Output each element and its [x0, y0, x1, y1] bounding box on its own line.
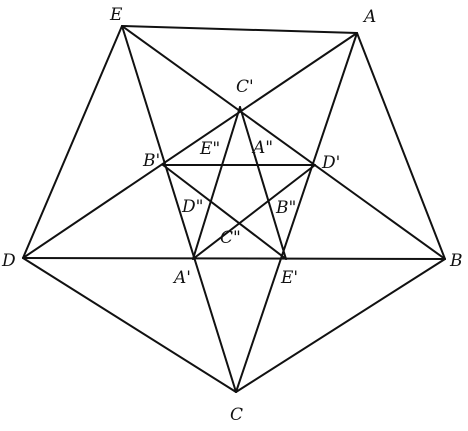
point-label-E1: E'	[280, 268, 298, 288]
segment-C1-A1	[192, 106, 241, 260]
point-label-E: E	[109, 5, 123, 25]
point-label-D1: D'	[321, 153, 340, 173]
point-label-B1: B'	[142, 151, 160, 171]
segment-E-C	[121, 25, 237, 393]
segment-D-E	[22, 25, 123, 259]
segment-B1-E1	[162, 164, 287, 260]
diagram-labels: E A B C D C' D' E' A' B' E" A" B" C" D"	[1, 5, 463, 425]
segment-A-C	[235, 32, 358, 393]
point-label-D2: D"	[181, 197, 203, 217]
segment-D1-A1	[192, 164, 316, 260]
point-label-E2: E"	[199, 139, 220, 159]
point-label-C2: C"	[220, 228, 241, 248]
point-label-D: D	[1, 251, 16, 271]
diagram-edges	[22, 25, 446, 393]
point-label-B: B	[449, 251, 463, 271]
point-label-A1: A'	[172, 268, 191, 288]
point-label-C1: C'	[236, 77, 254, 97]
segment-E-B	[121, 25, 446, 260]
point-label-C: C	[230, 405, 243, 425]
point-label-A: A	[362, 7, 376, 27]
segment-A-D	[22, 32, 358, 259]
point-label-B2: B"	[275, 198, 296, 218]
point-label-A2: A"	[251, 138, 273, 158]
segment-B-C	[235, 258, 446, 393]
segment-E-A	[121, 25, 358, 34]
segment-C-D	[22, 257, 237, 393]
segment-D-B	[22, 257, 446, 260]
segment-A-B	[356, 32, 446, 260]
segment-C1-E1	[239, 106, 287, 260]
